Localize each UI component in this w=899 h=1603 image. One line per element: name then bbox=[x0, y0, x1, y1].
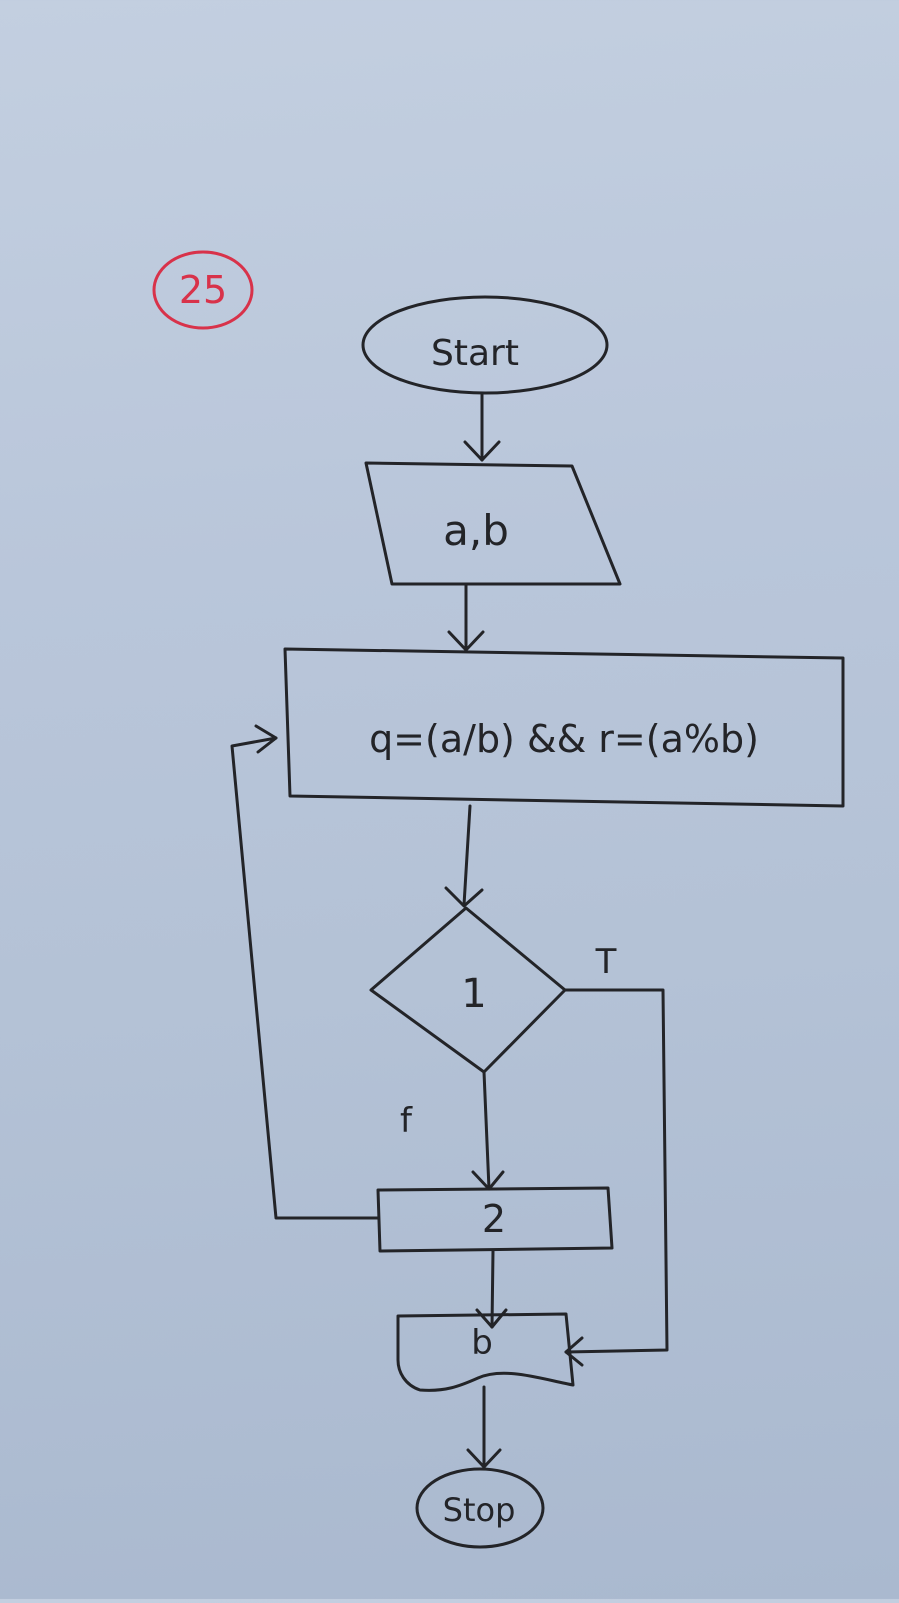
false-branch-arrow: f bbox=[400, 1070, 505, 1191]
true-branch-arrow: T bbox=[563, 942, 669, 1367]
process-node: q=(a/b) && r=(a%b) bbox=[283, 647, 845, 808]
decision-label: 1 bbox=[461, 971, 486, 1017]
decision-node: 1 bbox=[369, 906, 567, 1074]
process-label: q=(a/b) && r=(a%b) bbox=[369, 717, 759, 761]
start-node: Start bbox=[361, 295, 609, 395]
stop-node: Stop bbox=[415, 1467, 545, 1549]
step-node: 2 bbox=[376, 1186, 614, 1253]
step-label: 2 bbox=[482, 1197, 506, 1241]
start-oval bbox=[361, 295, 609, 395]
output-node: b bbox=[396, 1312, 575, 1392]
arrow-process-to-decision bbox=[444, 804, 484, 908]
page-number-badge: 25 bbox=[152, 250, 254, 330]
page-number-circle bbox=[152, 250, 254, 330]
arrow-start-to-input bbox=[463, 392, 501, 462]
process-box bbox=[283, 647, 845, 808]
page-number: 25 bbox=[179, 268, 227, 312]
output-document bbox=[396, 1312, 575, 1392]
step-box bbox=[376, 1186, 614, 1253]
arrow-input-to-process bbox=[447, 582, 485, 652]
input-parallelogram bbox=[364, 461, 622, 586]
loop-back-arrow bbox=[230, 724, 380, 1220]
input-node: a,b bbox=[364, 461, 622, 586]
false-label: f bbox=[400, 1101, 413, 1141]
input-label: a,b bbox=[443, 506, 509, 555]
output-label: b bbox=[471, 1323, 493, 1363]
stop-oval bbox=[415, 1467, 545, 1549]
arrow-output-to-stop bbox=[466, 1385, 502, 1469]
start-label: Start bbox=[431, 333, 519, 374]
true-label: T bbox=[595, 942, 617, 982]
stop-label: Stop bbox=[443, 1491, 516, 1529]
